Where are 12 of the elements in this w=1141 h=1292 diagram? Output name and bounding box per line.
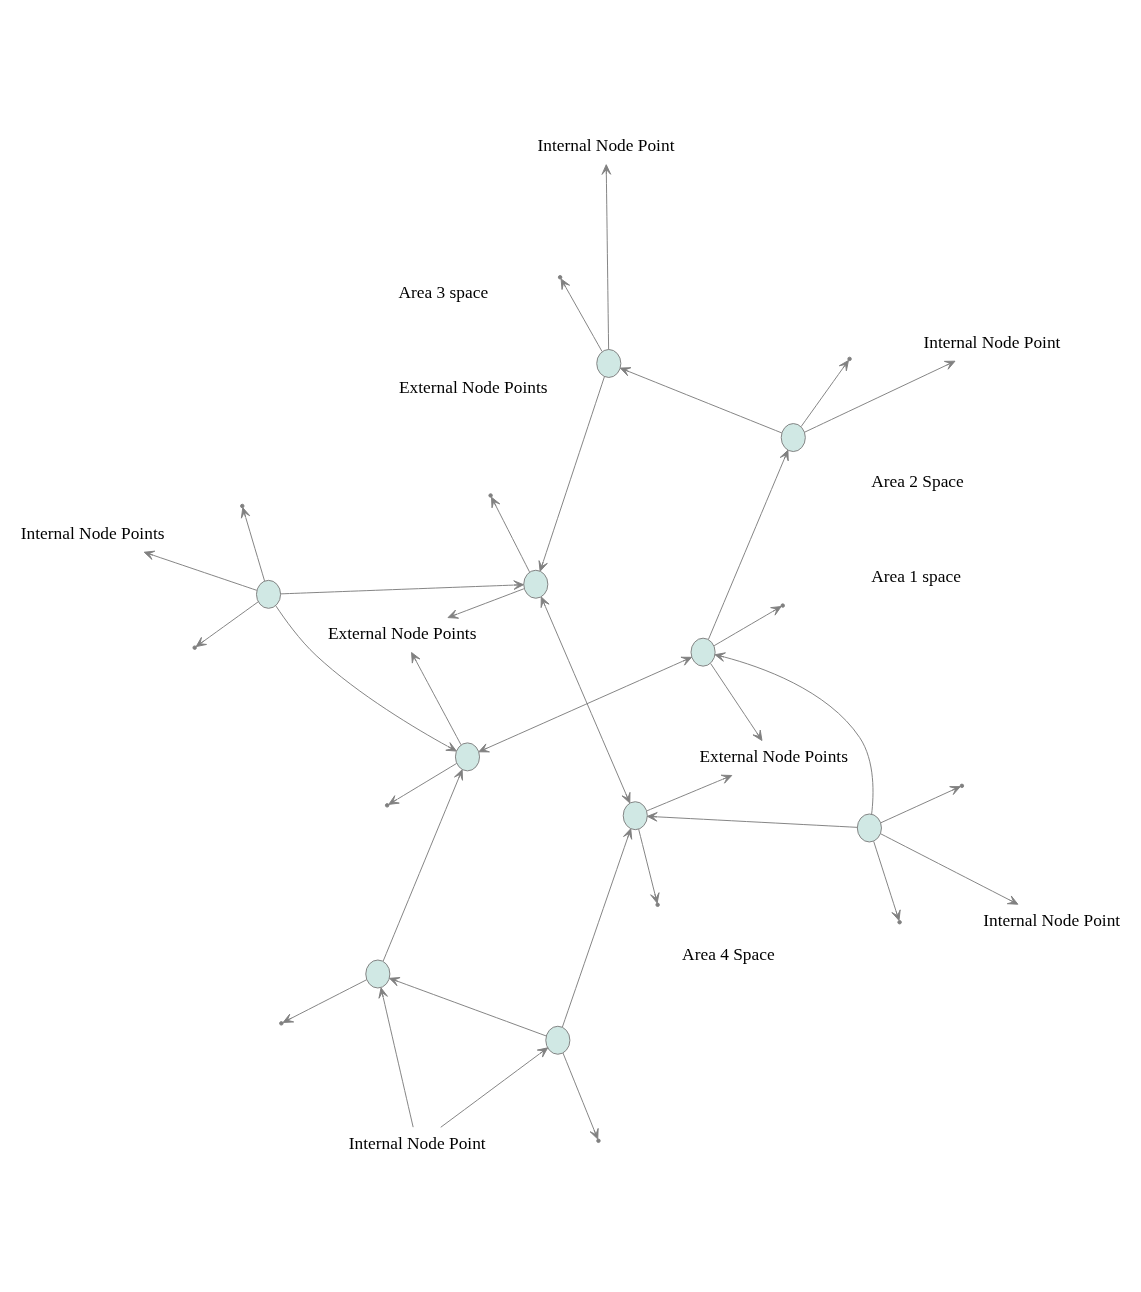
node-text: External Node Points [327,624,477,644]
node-text: Internal Node Point [537,136,675,156]
node-text: Internal Node Points [20,523,165,543]
label: Area 3 space [398,283,489,303]
node-text: External Node Points [699,747,848,767]
node-text: Internal Node Point [348,1134,486,1154]
label: External Node Points [398,377,548,397]
label: Area 2 Space [871,472,964,492]
node-text: Internal Node Point [923,332,1061,352]
node-text: Internal Node Point [983,910,1121,930]
label: Area 1 space [871,566,961,586]
label: Area 4 Space [682,944,775,964]
